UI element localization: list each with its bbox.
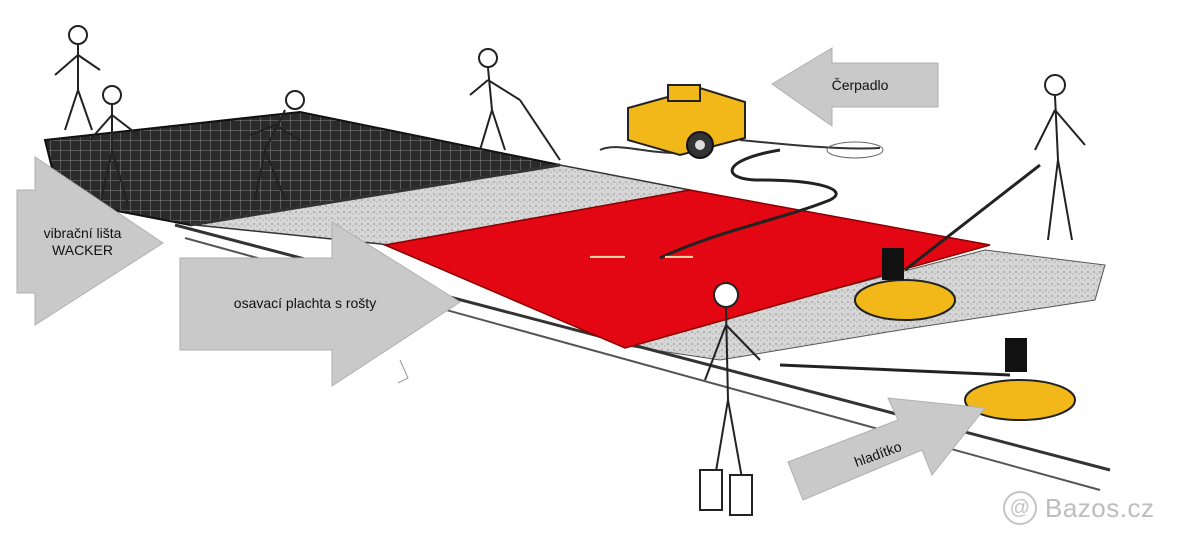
callout-arrow-trowel [787,397,986,501]
label-vacuum-mat: osavací plachta s rošty [233,295,377,311]
at-sign-icon: @ [1003,491,1037,525]
vacuum-mat-red [382,189,991,349]
callout-arrow-pump [771,47,939,127]
power-trowel-2 [779,338,1076,421]
label-screed-line2: WACKER [52,242,113,258]
power-trowel-1 [854,163,1041,321]
label-screed: vibrační lišta WACKER [25,225,140,259]
svg-text:▬▬▬▬▬: ▬▬▬▬▬ [590,253,625,260]
callout-arrow-vacuum-mat [179,221,461,387]
bazos-watermark: @ Bazos.cz [1003,488,1193,528]
callout-arrow-screed [16,156,164,326]
label-screed-line1: vibrační lišta [43,225,122,241]
worker-figures [54,25,1086,516]
svg-text:▬▬▬▬: ▬▬▬▬ [665,253,693,260]
label-pump: Čerpadlo [831,77,889,93]
watermark-text: Bazos.cz [1045,492,1155,523]
vacuum-pump-machine [627,84,746,159]
vacuum-hose [659,148,838,260]
